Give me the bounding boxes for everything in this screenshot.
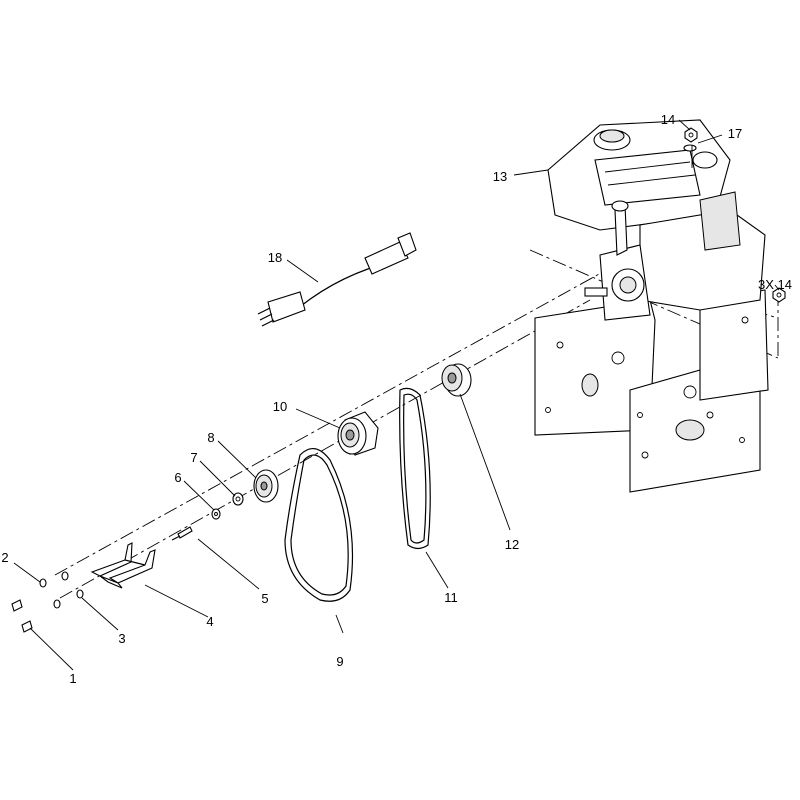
washers-2-3 [39,571,84,609]
plate-slot-b [675,419,705,441]
washer-17 [683,144,697,152]
plate-slot-a [581,373,599,397]
nut-14 [684,127,698,143]
callout-9: 9 [336,654,343,669]
callout-4: 4 [206,614,213,629]
bolts-1 [11,599,33,633]
callout-14: 14 [661,112,675,127]
belt-11 [399,387,431,550]
washers-6-7 [211,492,244,520]
shaft-5 [171,526,193,541]
leader-lines [13,119,780,671]
output-shaft [584,287,608,297]
callout-10: 10 [273,399,287,414]
extension-cord [257,232,417,327]
nut-and-washer-top [683,127,698,168]
nut-14-right [772,287,786,303]
cord-plug [267,291,306,323]
pulley-8 [253,469,279,503]
cord-female-end [364,241,409,275]
callout-13: 13 [493,169,507,184]
belt-9 [284,448,354,602]
callout-12: 12 [505,537,519,552]
callout-8: 8 [207,430,214,445]
callout-17: 17 [728,126,742,141]
callout-7: 7 [190,450,197,465]
pulley-12 [441,363,472,397]
callout-2: 2 [1,550,8,565]
callout-labels: 1 2 3 4 5 6 7 8 9 10 11 12 13 14 17 18 3… [1,112,792,686]
callout-6: 6 [174,470,181,485]
pulley-10 [337,411,379,456]
callout-18: 18 [268,250,282,265]
engine-pipe [614,204,628,256]
callout-5: 5 [261,591,268,606]
callout-3x14: 3X 14 [758,277,792,292]
callout-1: 1 [69,671,76,686]
engine-assembly [547,119,766,321]
bracket-4 [90,542,156,589]
washer-7 [232,492,244,506]
callout-11: 11 [444,590,458,605]
washer-6 [211,508,221,520]
frame-side-plates [534,289,769,493]
callout-3: 3 [118,631,125,646]
